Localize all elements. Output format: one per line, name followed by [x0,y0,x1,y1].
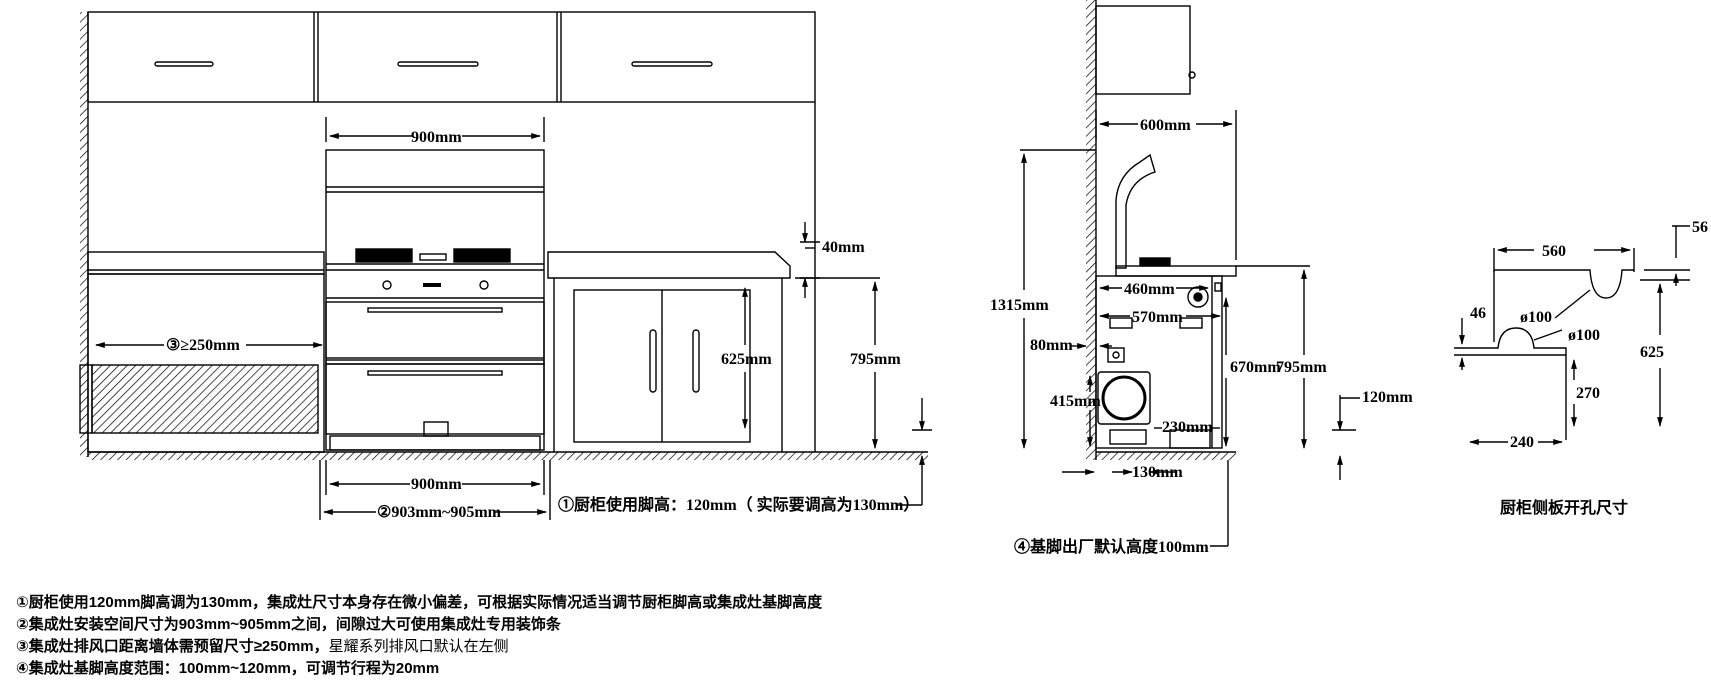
note-2-text: ②集成灶安装空间尺寸为903mm~905mm之间，间隙过大可使用集成灶专用装饰条 [16,616,561,633]
note-1: ①厨柜使用120mm脚高调为130mm，集成灶尺寸本身存在微小偏差，可根据实际情… [16,592,822,614]
left-base-cabinet [79,251,325,453]
note-3-text: ③集成灶排风口距离墙体需预留尺寸≥250mm， [16,638,329,655]
label-cabinet-795: 795mm [850,351,901,368]
label-hole-46: 46 [1470,305,1486,322]
label-leg-height: ①厨柜使用脚高：120mm（ 实际要调高为130mm） [558,495,919,514]
label-hole-625: 625 [1640,344,1664,361]
dim-install-space [319,460,551,520]
upper-cabinets [87,11,816,452]
dim-stove-width [325,460,545,495]
front-view [79,11,932,520]
note-4-text: ④集成灶基脚高度范围：100mm~120mm，可调节行程为20mm [16,660,440,677]
note-1-text: ①厨柜使用120mm脚高调为130mm，集成灶尺寸本身存在微小偏差，可根据实际情… [16,594,823,611]
label-side-600: 600mm [1140,117,1191,134]
note-4: ④集成灶基脚高度范围：100mm~120mm，可调节行程为20mm [16,658,822,680]
cabinet-handle [631,61,713,67]
dim-counter-40 [800,222,820,298]
note-3-plain: 星耀系列排风口默认在左侧 [328,639,509,655]
label-side-415: 415mm [1050,393,1101,410]
label-hole-phi100-a: ø100 [1520,309,1552,326]
exhaust-grille [91,364,319,434]
dim-leg [896,398,932,506]
label-hole-270: 270 [1576,385,1600,402]
side-view [1020,0,1360,547]
label-side-795: 795mm [1276,359,1327,376]
label-side-570: 570mm [1132,309,1183,326]
label-side-460: 460mm [1124,281,1175,298]
label-hole-56: 56 [1692,219,1708,236]
label-stove-width: 900mm [411,476,462,493]
dim-hood-width [325,117,545,142]
integrated-stove [325,149,545,451]
note-3: ③集成灶排风口距离墙体需预留尺寸≥250mm，星耀系列排风口默认在左侧 [16,636,822,658]
label-hole-phi100-b: ø100 [1568,327,1600,344]
label-cabinet-625: 625mm [721,351,772,368]
cabinet-handle [154,61,214,67]
installation-notes: ①厨柜使用120mm脚高调为130mm，集成灶尺寸本身存在微小偏差，可根据实际情… [16,592,822,680]
label-hole-560: 560 [1542,243,1566,260]
note-2: ②集成灶安装空间尺寸为903mm~905mm之间，间隙过大可使用集成灶专用装饰条 [16,614,822,636]
right-base-cabinet [547,251,791,452]
label-side-120: 120mm [1362,389,1413,406]
cabinet-handle [397,61,479,67]
label-hood-width: 900mm [411,129,462,146]
side-floor-hatch [1096,452,1236,460]
label-vent-gap: ③≥250mm [166,337,240,354]
wall-hatch-right [1086,0,1096,460]
label-counter-40: 40mm [822,239,865,256]
label-hole-240: 240 [1510,434,1534,451]
floor-hatch [88,452,928,460]
label-side-130: 130mm [1132,464,1183,481]
label-side-670: 670mm [1230,359,1281,376]
label-side-1315: 1315mm [990,297,1049,314]
label-base-feet: ④基脚出厂默认高度100mm [1014,537,1209,556]
hole-view [1454,225,1690,445]
hole-view-caption: 厨柜侧板开孔尺寸 [1500,498,1628,517]
wall-hatch-left [80,12,88,457]
label-side-230: 230mm [1162,419,1213,436]
dim-795 [795,277,880,449]
label-install-space: ②903mm~905mm [377,504,502,521]
label-side-80: 80mm [1030,337,1073,354]
